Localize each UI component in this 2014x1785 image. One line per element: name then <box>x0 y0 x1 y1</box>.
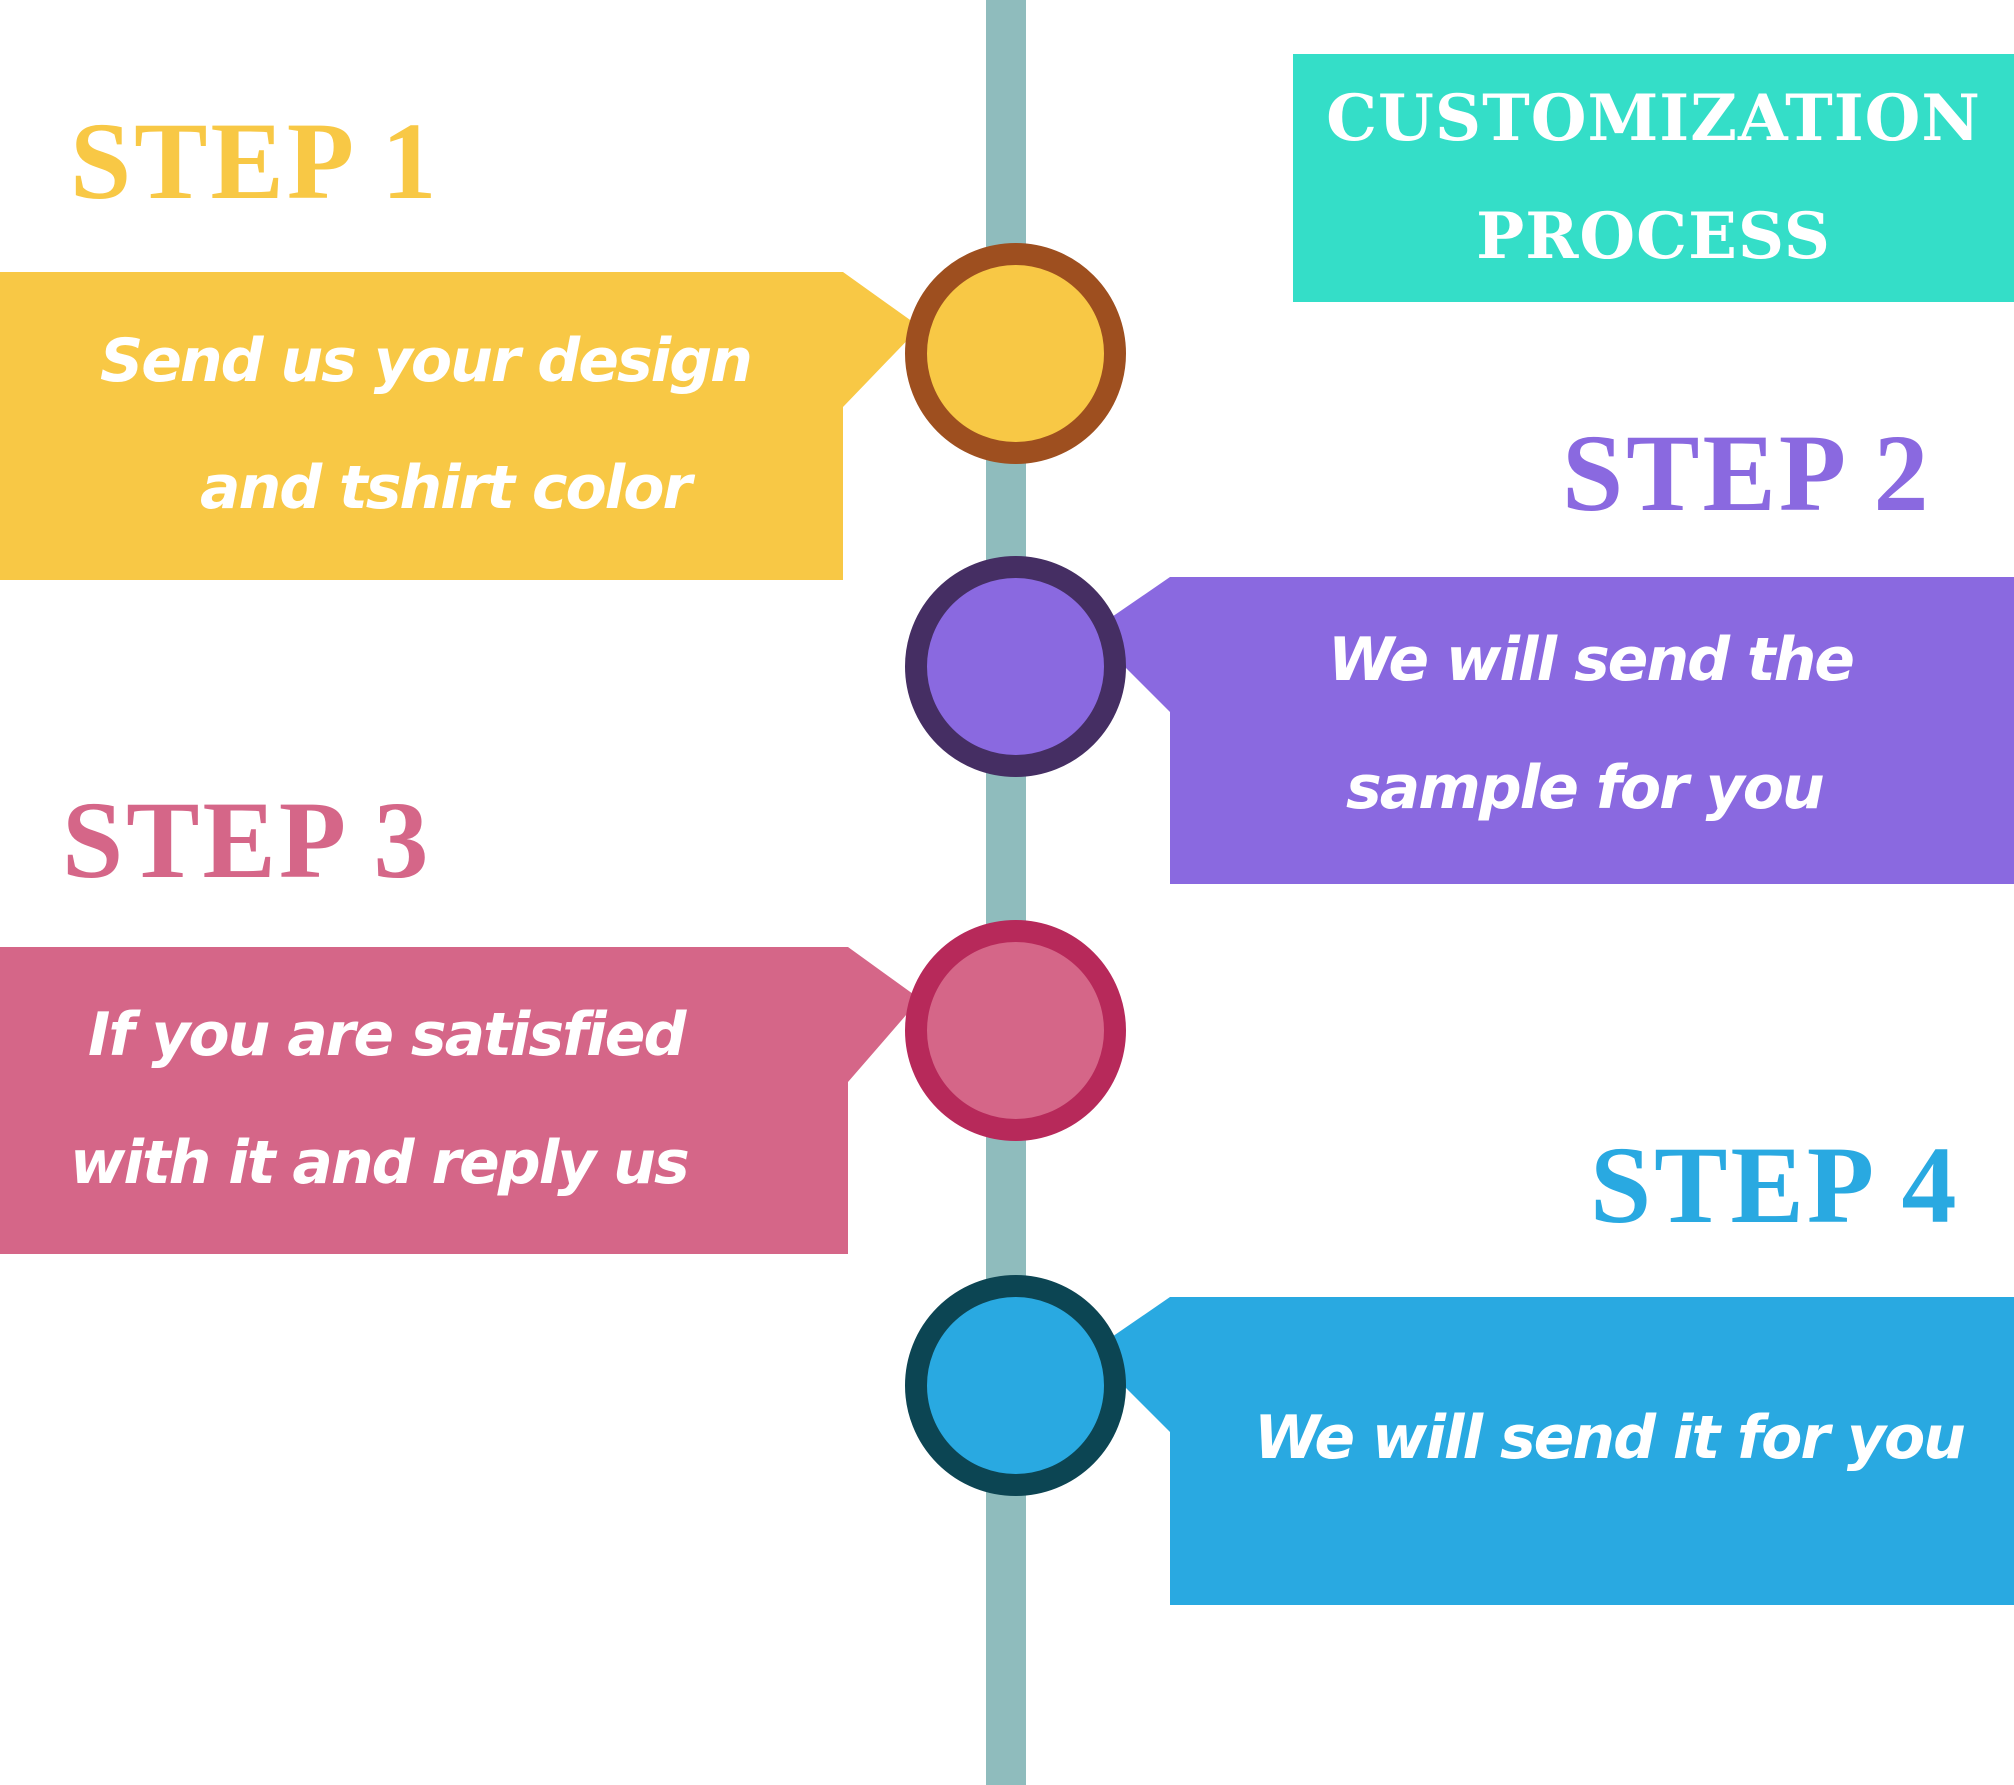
step-3-text-line-2: with it and reply us <box>70 1128 690 1198</box>
step-3-node <box>905 920 1126 1141</box>
step-2-text-line-1: We will send the <box>1328 625 1855 695</box>
step-2-label: STEP 2 <box>1562 412 1932 534</box>
step-4-callout <box>1090 1297 2014 1605</box>
step-1-label: STEP 1 <box>70 100 440 222</box>
step-1-node <box>905 243 1126 464</box>
step-4-text-line-1: We will send it for you <box>1254 1403 1966 1473</box>
step-3-callout <box>0 947 920 1254</box>
title-line-2: PROCESS <box>1476 199 1831 274</box>
step-2-node <box>905 556 1126 777</box>
step-3-text-line-1: If you are satisfied <box>88 1000 686 1070</box>
step-1-text-line-1: Send us your design <box>100 326 753 396</box>
step-3-label: STEP 3 <box>62 779 432 901</box>
step-1-callout <box>0 272 920 580</box>
title-box: CUSTOMIZATION PROCESS <box>1293 54 2014 302</box>
step-2-text-line-2: sample for you <box>1346 753 1825 823</box>
title-line-1: CUSTOMIZATION <box>1326 81 1981 156</box>
step-4-node <box>905 1275 1126 1496</box>
step-2-callout <box>1090 577 2014 884</box>
step-1-text-line-2: and tshirt color <box>200 453 692 523</box>
step-4-label: STEP 4 <box>1590 1124 1960 1246</box>
